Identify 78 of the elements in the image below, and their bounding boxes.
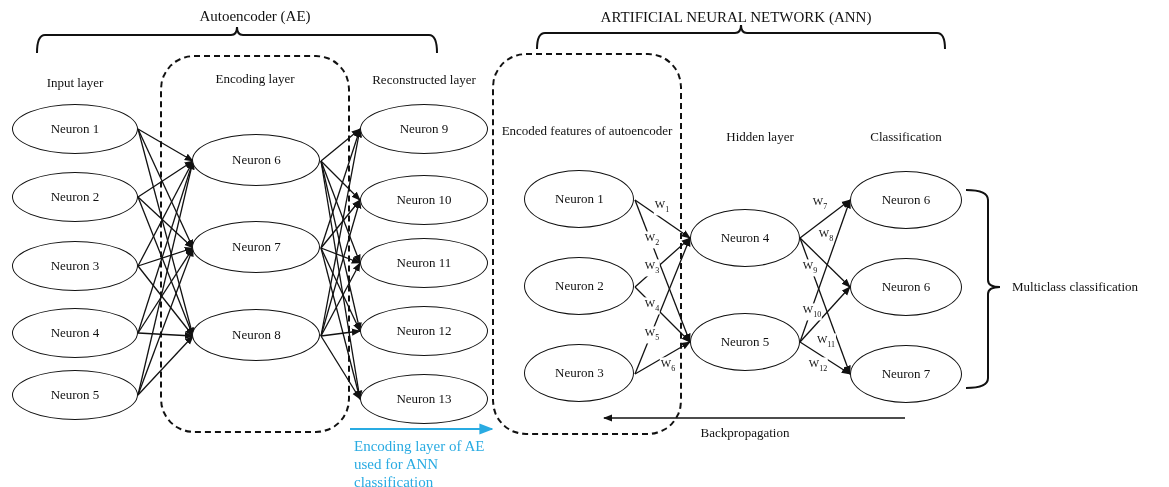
arrow (349, 423, 494, 435)
neuron-label: Neuron 12 (396, 323, 452, 339)
neuron-label: Neuron 2 (50, 189, 100, 205)
weight-label: W$_{4}$ (643, 297, 661, 315)
layer-label: Hidden layer (726, 129, 794, 145)
arrow (320, 247, 361, 264)
arrow (137, 331, 194, 340)
arrow (137, 196, 194, 249)
arrow (320, 335, 361, 400)
annotation-label: Backpropagation (700, 425, 790, 441)
layer-label: Input layer (46, 75, 104, 91)
weight-label: W$_{5}$ (643, 326, 661, 344)
title-label: ARTIFICIAL NEURAL NETWORK (ANN) (600, 8, 872, 26)
weight-label: W$_{2}$ (643, 231, 661, 249)
arrow (137, 128, 194, 162)
neuron-label: Neuron 7 (881, 366, 931, 382)
arrow (137, 247, 194, 267)
arrow (799, 237, 851, 288)
arrow (634, 237, 691, 288)
neuron-label: Neuron 4 (720, 230, 770, 246)
weight-label: W$_{9}$ (801, 259, 819, 277)
title-label: Autoencoder (AE) (199, 7, 311, 25)
neuron-label: Neuron 8 (232, 327, 281, 344)
neuron-ellipse (12, 370, 138, 420)
arrow (137, 160, 194, 198)
arrow (799, 341, 851, 375)
weight-label: W$_{1}$ (653, 198, 671, 216)
arrow (320, 160, 361, 201)
neuron-label: Neuron 7 (232, 239, 281, 256)
neuron-label: Neuron 2 (555, 278, 604, 295)
arrow (634, 199, 691, 239)
neuron-ellipse (360, 374, 488, 424)
arrow (634, 341, 691, 375)
neuron-label: Neuron 11 (396, 255, 452, 271)
annotation-label: Multiclass classification (1012, 279, 1138, 295)
neuron-label: Neuron 5 (50, 387, 100, 403)
arrow (320, 262, 361, 337)
arrow (799, 237, 851, 375)
neuron-ellipse (192, 221, 321, 274)
arrow (320, 128, 361, 162)
arrow (799, 199, 851, 343)
neuron-label: Neuron 6 (232, 152, 281, 169)
neuron-label: Neuron 4 (50, 325, 100, 341)
weight-label: W$_{3}$ (643, 259, 661, 277)
arrow (137, 265, 194, 337)
arrow (137, 247, 194, 334)
neuron-label: Neuron 6 (881, 192, 931, 208)
neuron-label: Neuron 3 (555, 365, 604, 382)
arrow (320, 247, 361, 332)
arrow (799, 286, 851, 343)
weight-label: W$_{10}$ (801, 303, 823, 321)
layer-heading: Encoded features of autoencoder (500, 123, 674, 139)
neuron-label: Neuron 9 (399, 121, 449, 137)
neuron-ellipse (12, 104, 138, 154)
layer-label: Reconstructed layer (372, 72, 476, 88)
neuron-ellipse (360, 306, 488, 356)
neuron-ellipse (192, 134, 321, 187)
neuron-ellipse (192, 309, 321, 362)
arrow (137, 335, 194, 396)
neuron-ellipse (360, 104, 488, 154)
dashed-group-box (492, 53, 682, 435)
neuron-label: Neuron 1 (50, 121, 100, 137)
arrow (320, 160, 361, 264)
neuron-label: Neuron 13 (396, 391, 452, 407)
neuron-label: Neuron 6 (881, 279, 931, 295)
arrow (320, 328, 361, 337)
arrow (320, 199, 361, 249)
neuron-label: Neuron 5 (720, 334, 770, 350)
layer-label: Classification (870, 129, 942, 145)
neuron-label: Neuron 10 (396, 192, 452, 208)
neuron-label: Neuron 3 (50, 258, 100, 274)
dashed-group-box (160, 55, 350, 433)
edge-label: Encoding layer of AE used for ANN classification (354, 437, 486, 487)
arrow (799, 199, 851, 239)
neuron-label: Neuron 1 (555, 191, 604, 208)
weight-label: W$_{8}$ (817, 227, 835, 245)
layer-heading: Encoding layer (214, 71, 296, 87)
neuron-ellipse (360, 175, 488, 225)
